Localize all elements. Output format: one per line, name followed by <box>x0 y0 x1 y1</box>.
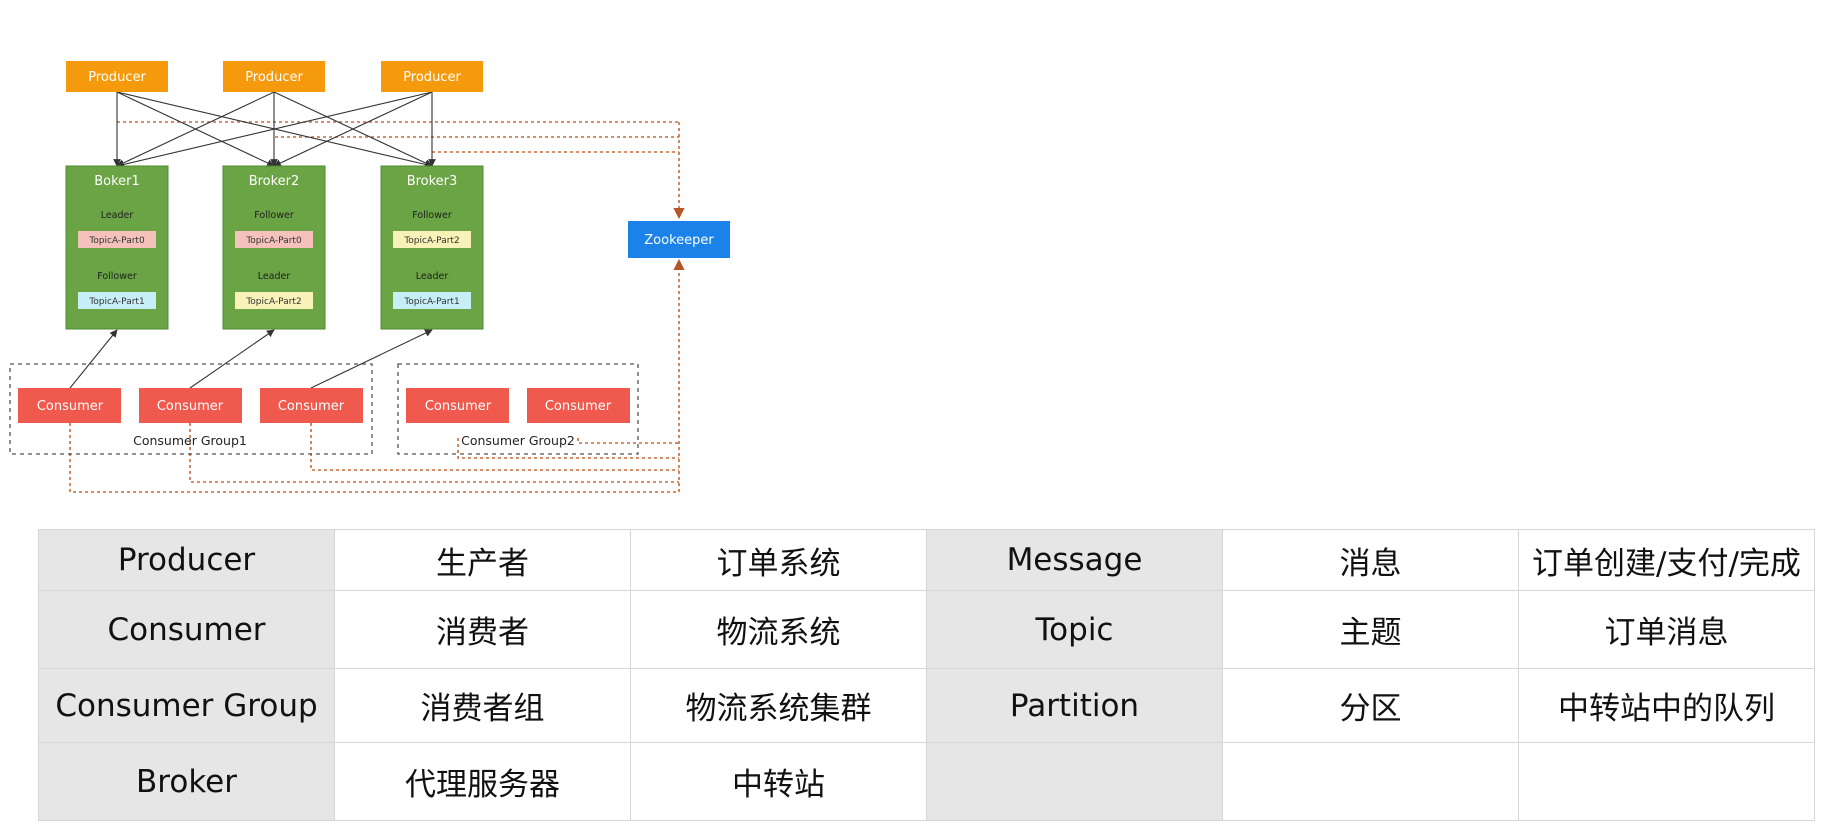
translation-cell: 消费者 <box>334 590 631 669</box>
term-cell: Broker <box>38 742 335 821</box>
partition-tag <box>78 231 156 248</box>
zookeeper-node: Zookeeper <box>628 221 730 258</box>
svg-text:TopicA-Part2: TopicA-Part2 <box>245 297 301 307</box>
svg-text:Leader: Leader <box>101 210 134 221</box>
translation-cell: 主题 <box>1222 590 1519 669</box>
svg-text:Consumer: Consumer <box>157 399 224 414</box>
translation-cell: 消息 <box>1222 529 1519 591</box>
svg-text:Consumer: Consumer <box>425 399 492 414</box>
partition-tag <box>78 292 156 309</box>
producer-node: Producer <box>66 61 168 92</box>
term-cell: Consumer Group <box>38 668 335 743</box>
broker-node: Broker3 Follower TopicA-Part2 Leader Top… <box>380 165 484 330</box>
svg-text:Producer: Producer <box>88 70 146 85</box>
consumer-group2-label: Consumer Group2 <box>461 433 575 448</box>
consumer-node: Consumer <box>527 388 630 423</box>
svg-text:Follower: Follower <box>412 210 452 221</box>
svg-text:TopicA-Part0: TopicA-Part0 <box>245 236 302 246</box>
partition-tag <box>393 231 471 248</box>
zookeeper-connections <box>69 121 685 493</box>
consumer-group1-label: Consumer Group1 <box>133 433 247 448</box>
term-cell: Message <box>926 529 1223 591</box>
svg-text:Consumer: Consumer <box>545 399 612 414</box>
table-row: Producer 生产者 订单系统 Message 消息 订单创建/支付/完成 <box>38 529 1815 591</box>
broker-node: Boker1 Leader TopicA-Part0 Follower Topi… <box>65 165 169 330</box>
consumer-node: Consumer <box>406 388 509 423</box>
consumer-node: Consumer <box>139 388 242 423</box>
example-cell: 订单系统 <box>630 529 927 591</box>
term-cell: Producer <box>38 529 335 591</box>
example-cell: 中转站 <box>630 742 927 821</box>
broker-node: Broker2 Follower TopicA-Part0 Leader Top… <box>222 165 326 330</box>
table-row: Broker 代理服务器 中转站 <box>38 742 1815 821</box>
svg-text:Boker1: Boker1 <box>94 174 140 189</box>
translation-cell: 生产者 <box>334 529 631 591</box>
producer-node: Producer <box>223 61 325 92</box>
example-cell: 物流系统集群 <box>630 668 927 743</box>
svg-text:Producer: Producer <box>245 70 303 85</box>
translation-cell: 代理服务器 <box>334 742 631 821</box>
example-cell: 订单消息 <box>1518 590 1815 669</box>
example-cell <box>1518 742 1815 821</box>
term-cell: Topic <box>926 590 1223 669</box>
term-cell: Partition <box>926 668 1223 743</box>
svg-text:Leader: Leader <box>258 271 291 282</box>
svg-text:TopicA-Part0: TopicA-Part0 <box>88 236 145 246</box>
partition-tag <box>235 231 313 248</box>
translation-cell <box>1222 742 1519 821</box>
svg-text:Broker2: Broker2 <box>249 174 300 189</box>
svg-text:Follower: Follower <box>254 210 294 221</box>
term-cell <box>926 742 1223 821</box>
consumer-broker-lines <box>69 329 433 389</box>
term-cell: Consumer <box>38 590 335 669</box>
svg-text:TopicA-Part1: TopicA-Part1 <box>88 297 144 307</box>
translation-cell: 消费者组 <box>334 668 631 743</box>
svg-text:Follower: Follower <box>97 271 137 282</box>
kafka-architecture-diagram: Producer Producer Producer Boker1 Leader… <box>9 61 730 493</box>
svg-text:Consumer: Consumer <box>37 399 104 414</box>
consumer-group2-box <box>397 363 639 455</box>
svg-text:Broker3: Broker3 <box>407 174 458 189</box>
svg-text:Consumer: Consumer <box>278 399 345 414</box>
example-cell: 订单创建/支付/完成 <box>1518 529 1815 591</box>
svg-text:TopicA-Part2: TopicA-Part2 <box>403 236 459 246</box>
partition-tag <box>235 292 313 309</box>
svg-text:Zookeeper: Zookeeper <box>644 233 714 248</box>
example-cell: 中转站中的队列 <box>1518 668 1815 743</box>
consumer-node: Consumer <box>260 388 363 423</box>
producer-broker-lines <box>113 91 436 169</box>
table-row: Consumer Group 消费者组 物流系统集群 Partition 分区 … <box>38 668 1815 743</box>
svg-text:TopicA-Part1: TopicA-Part1 <box>403 297 459 307</box>
table-row: Consumer 消费者 物流系统 Topic 主题 订单消息 <box>38 590 1815 669</box>
partition-tag <box>393 292 471 309</box>
consumer-group1-box <box>9 363 373 455</box>
svg-text:Producer: Producer <box>403 70 461 85</box>
terminology-table: Producer 生产者 订单系统 Message 消息 订单创建/支付/完成 … <box>38 529 1815 821</box>
consumer-node: Consumer <box>18 388 121 423</box>
producer-node: Producer <box>381 61 483 92</box>
svg-text:Leader: Leader <box>416 271 449 282</box>
example-cell: 物流系统 <box>630 590 927 669</box>
translation-cell: 分区 <box>1222 668 1519 743</box>
